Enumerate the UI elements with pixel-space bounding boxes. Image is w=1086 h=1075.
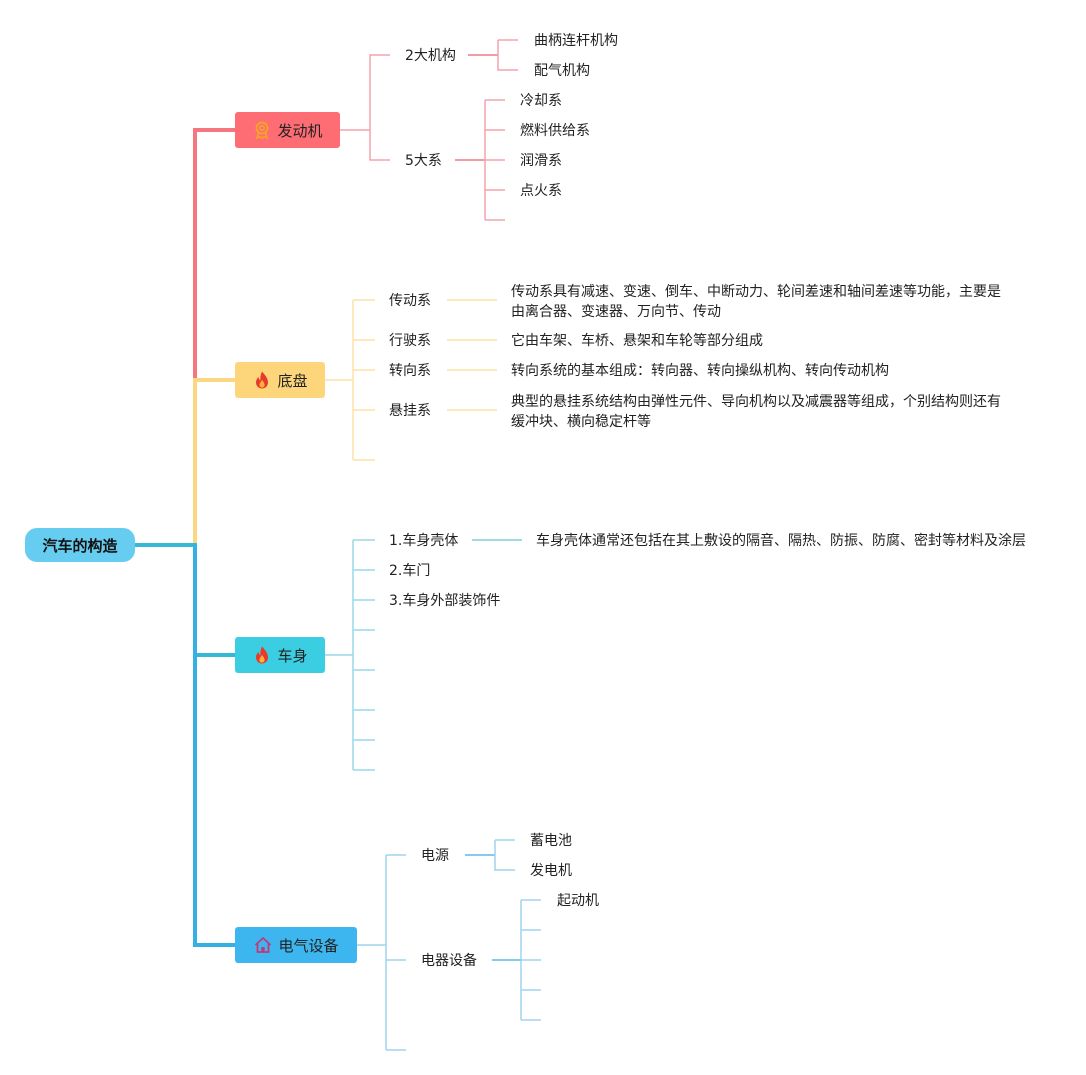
body-shell-desc: 车身壳体通常还包括在其上敷设的隔音、隔热、防振、防腐、密封等材料及涂层: [536, 533, 1026, 549]
branch-chassis[interactable]: 底盘: [235, 362, 325, 398]
root-link-electrical: [193, 545, 235, 947]
electrical-connectors: [357, 839, 541, 1051]
chassis-steering[interactable]: 转向系: [389, 363, 431, 379]
engine-system-item[interactable]: 冷却系: [520, 93, 562, 109]
chassis-running[interactable]: 行驶系: [389, 333, 431, 349]
chassis-connectors: [325, 299, 497, 461]
chassis-suspension-desc: 典型的悬挂系统结构由弹性元件、导向机构以及减震器等组成，个别结构则还有缓冲块、横…: [511, 394, 1001, 430]
engine-mechanism-item[interactable]: 配气机构: [534, 63, 590, 79]
branch-body-label: 车身: [277, 646, 308, 665]
engine-system-item[interactable]: 点火系: [520, 183, 562, 199]
chassis-transmission-desc: 传动系具有减速、变速、倒车、中断动力、轮间差速和轴间差速等功能，主要是由离合器、…: [511, 284, 1001, 320]
electrical-power-item[interactable]: 发电机: [530, 863, 572, 879]
engine-connectors: [340, 39, 518, 221]
engine-mechanisms[interactable]: 2大机构: [405, 48, 456, 64]
home-icon: [253, 935, 273, 955]
electrical-device-item[interactable]: 起动机: [557, 893, 599, 909]
branch-engine[interactable]: 发动机: [235, 112, 340, 148]
body-trim[interactable]: 3.车身外部装饰件: [389, 593, 501, 609]
root-label: 汽车的构造: [42, 536, 118, 555]
chassis-transmission[interactable]: 传动系: [389, 293, 431, 309]
body-door[interactable]: 2.车门: [389, 563, 431, 579]
engine-mechanism-item[interactable]: 曲柄连杆机构: [534, 33, 618, 49]
electrical-devices[interactable]: 电器设备: [421, 953, 477, 969]
fire-icon: [252, 645, 272, 665]
root-link-engine: [135, 128, 235, 547]
engine-system-item[interactable]: 燃料供给系: [520, 123, 590, 139]
branch-engine-label: 发动机: [277, 121, 323, 140]
root-link-chassis: [193, 378, 235, 545]
engine-system-item[interactable]: 润滑系: [520, 153, 562, 169]
branch-electrical-label: 电气设备: [278, 936, 339, 955]
electrical-power-item[interactable]: 蓄电池: [530, 833, 572, 849]
body-connectors: [325, 539, 522, 771]
branch-body[interactable]: 车身: [235, 637, 325, 673]
chassis-steering-desc: 转向系统的基本组成：转向器、转向操纵机构、转向传动机构: [511, 363, 889, 379]
engine-systems[interactable]: 5大系: [405, 153, 442, 169]
branch-chassis-label: 底盘: [277, 371, 308, 390]
root-node[interactable]: 汽车的构造: [25, 528, 135, 562]
root-link-body: [135, 543, 235, 657]
electrical-power[interactable]: 电源: [421, 848, 449, 864]
body-shell[interactable]: 1.车身壳体: [389, 533, 459, 549]
branch-electrical[interactable]: 电气设备: [235, 927, 357, 963]
fire-icon: [252, 370, 272, 390]
chassis-running-desc: 它由车架、车桥、悬架和车轮等部分组成: [511, 333, 763, 349]
award-ribbon-icon: [252, 120, 272, 140]
chassis-suspension[interactable]: 悬挂系: [389, 403, 431, 419]
